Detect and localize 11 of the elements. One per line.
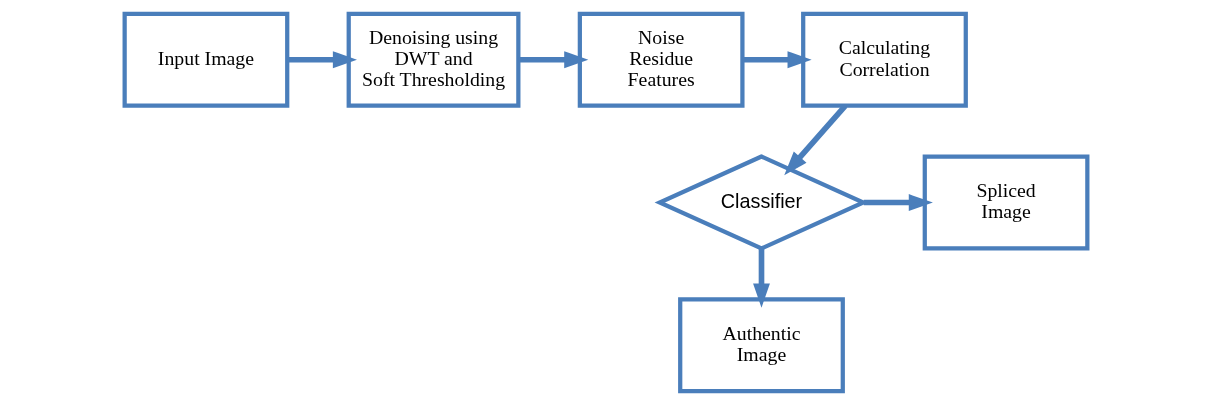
- arrow: [517, 51, 588, 69]
- arrow: [742, 51, 812, 69]
- arrow: [286, 51, 357, 69]
- node-box: Input Image: [122, 11, 289, 108]
- node-box: Calculating Correlation: [800, 11, 968, 108]
- arrow: [752, 248, 770, 308]
- node-box: Authentic Image: [677, 297, 845, 394]
- node-box: Spliced Image: [922, 154, 1089, 251]
- arrow: [863, 194, 933, 211]
- node-box: Denoising using DWT and Soft Thresholding: [346, 11, 520, 108]
- node-box: Noise Residue Features: [577, 11, 745, 108]
